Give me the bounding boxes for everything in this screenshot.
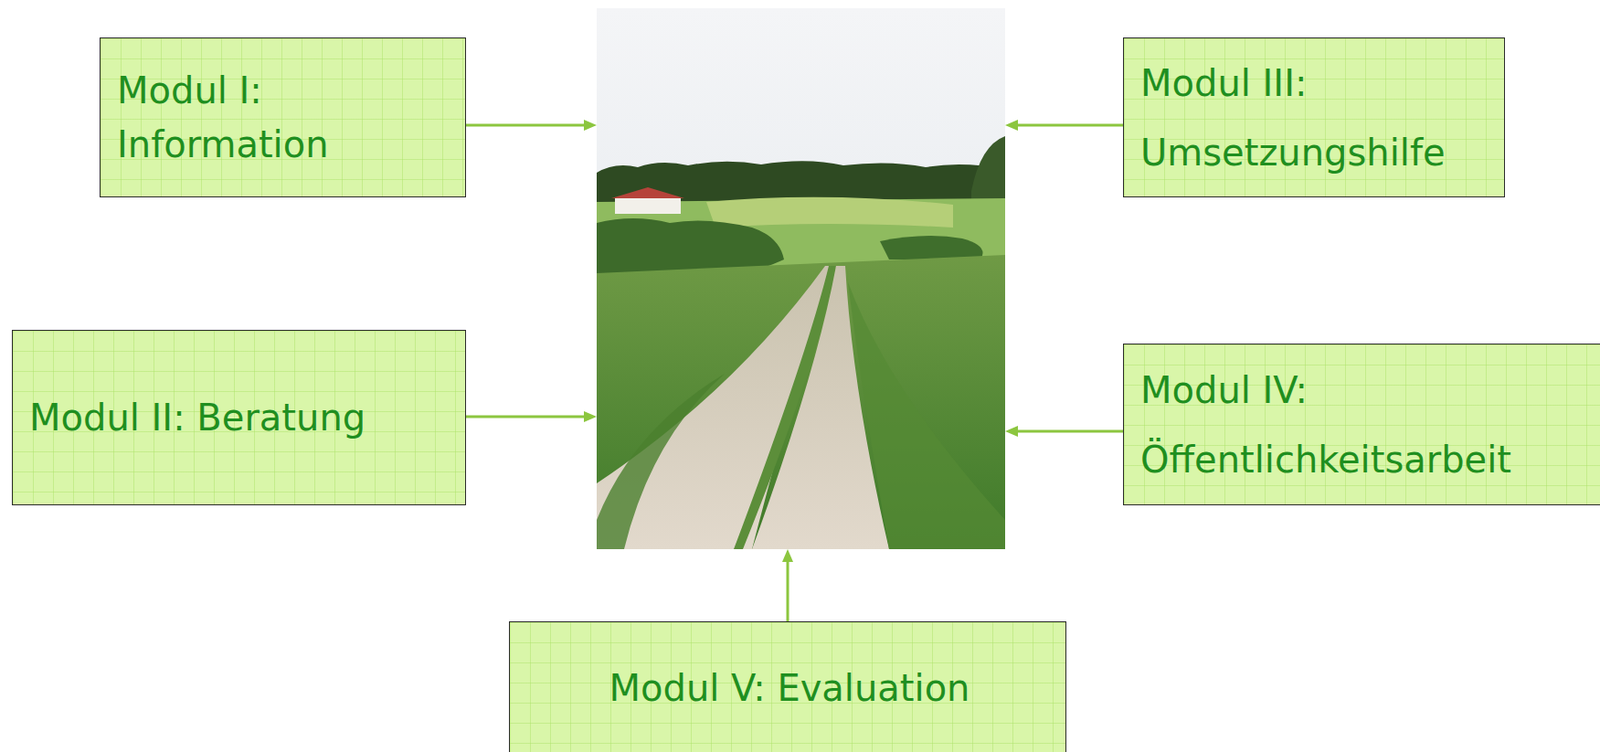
grass bbox=[596, 254, 1006, 550]
pointer-arrow bbox=[1016, 430, 1124, 434]
grass-detail bbox=[596, 373, 725, 550]
module-box: Modul IV: Öffentlichkeitsarbeit bbox=[1123, 343, 1600, 506]
module-box: Modul II: Beratung bbox=[11, 329, 467, 506]
meadow bbox=[706, 197, 954, 228]
farmhouse bbox=[614, 197, 681, 214]
arrow-head bbox=[1005, 425, 1018, 437]
module-label: Modul III: Umsetzungshilfe bbox=[1140, 48, 1492, 188]
module-box: Modul I: Information bbox=[99, 37, 467, 198]
module-box: Modul V: Evaluation bbox=[508, 621, 1067, 752]
arrow-head bbox=[782, 549, 794, 562]
module-label: Modul IV: Öffentlichkeitsarbeit bbox=[1140, 355, 1589, 495]
module-label: Modul V: Evaluation bbox=[526, 661, 1053, 716]
sky bbox=[596, 8, 1006, 550]
arrow-head bbox=[583, 411, 597, 423]
module-label: Modul I: Information bbox=[116, 63, 453, 172]
bushes bbox=[879, 235, 984, 260]
farmhouse-roof bbox=[611, 187, 685, 199]
arrow-head bbox=[583, 119, 597, 131]
pointer-arrow bbox=[466, 124, 586, 128]
pointer-arrow bbox=[1016, 124, 1124, 128]
grass-detail bbox=[847, 282, 1006, 550]
module-label: Modul II: Beratung bbox=[29, 391, 453, 446]
arrow-head bbox=[1005, 119, 1018, 131]
module-box: Modul III: Umsetzungshilfe bbox=[1123, 37, 1505, 198]
landscape-photo bbox=[596, 8, 1006, 550]
pointer-arrow bbox=[466, 415, 586, 419]
pointer-arrow bbox=[786, 560, 790, 622]
